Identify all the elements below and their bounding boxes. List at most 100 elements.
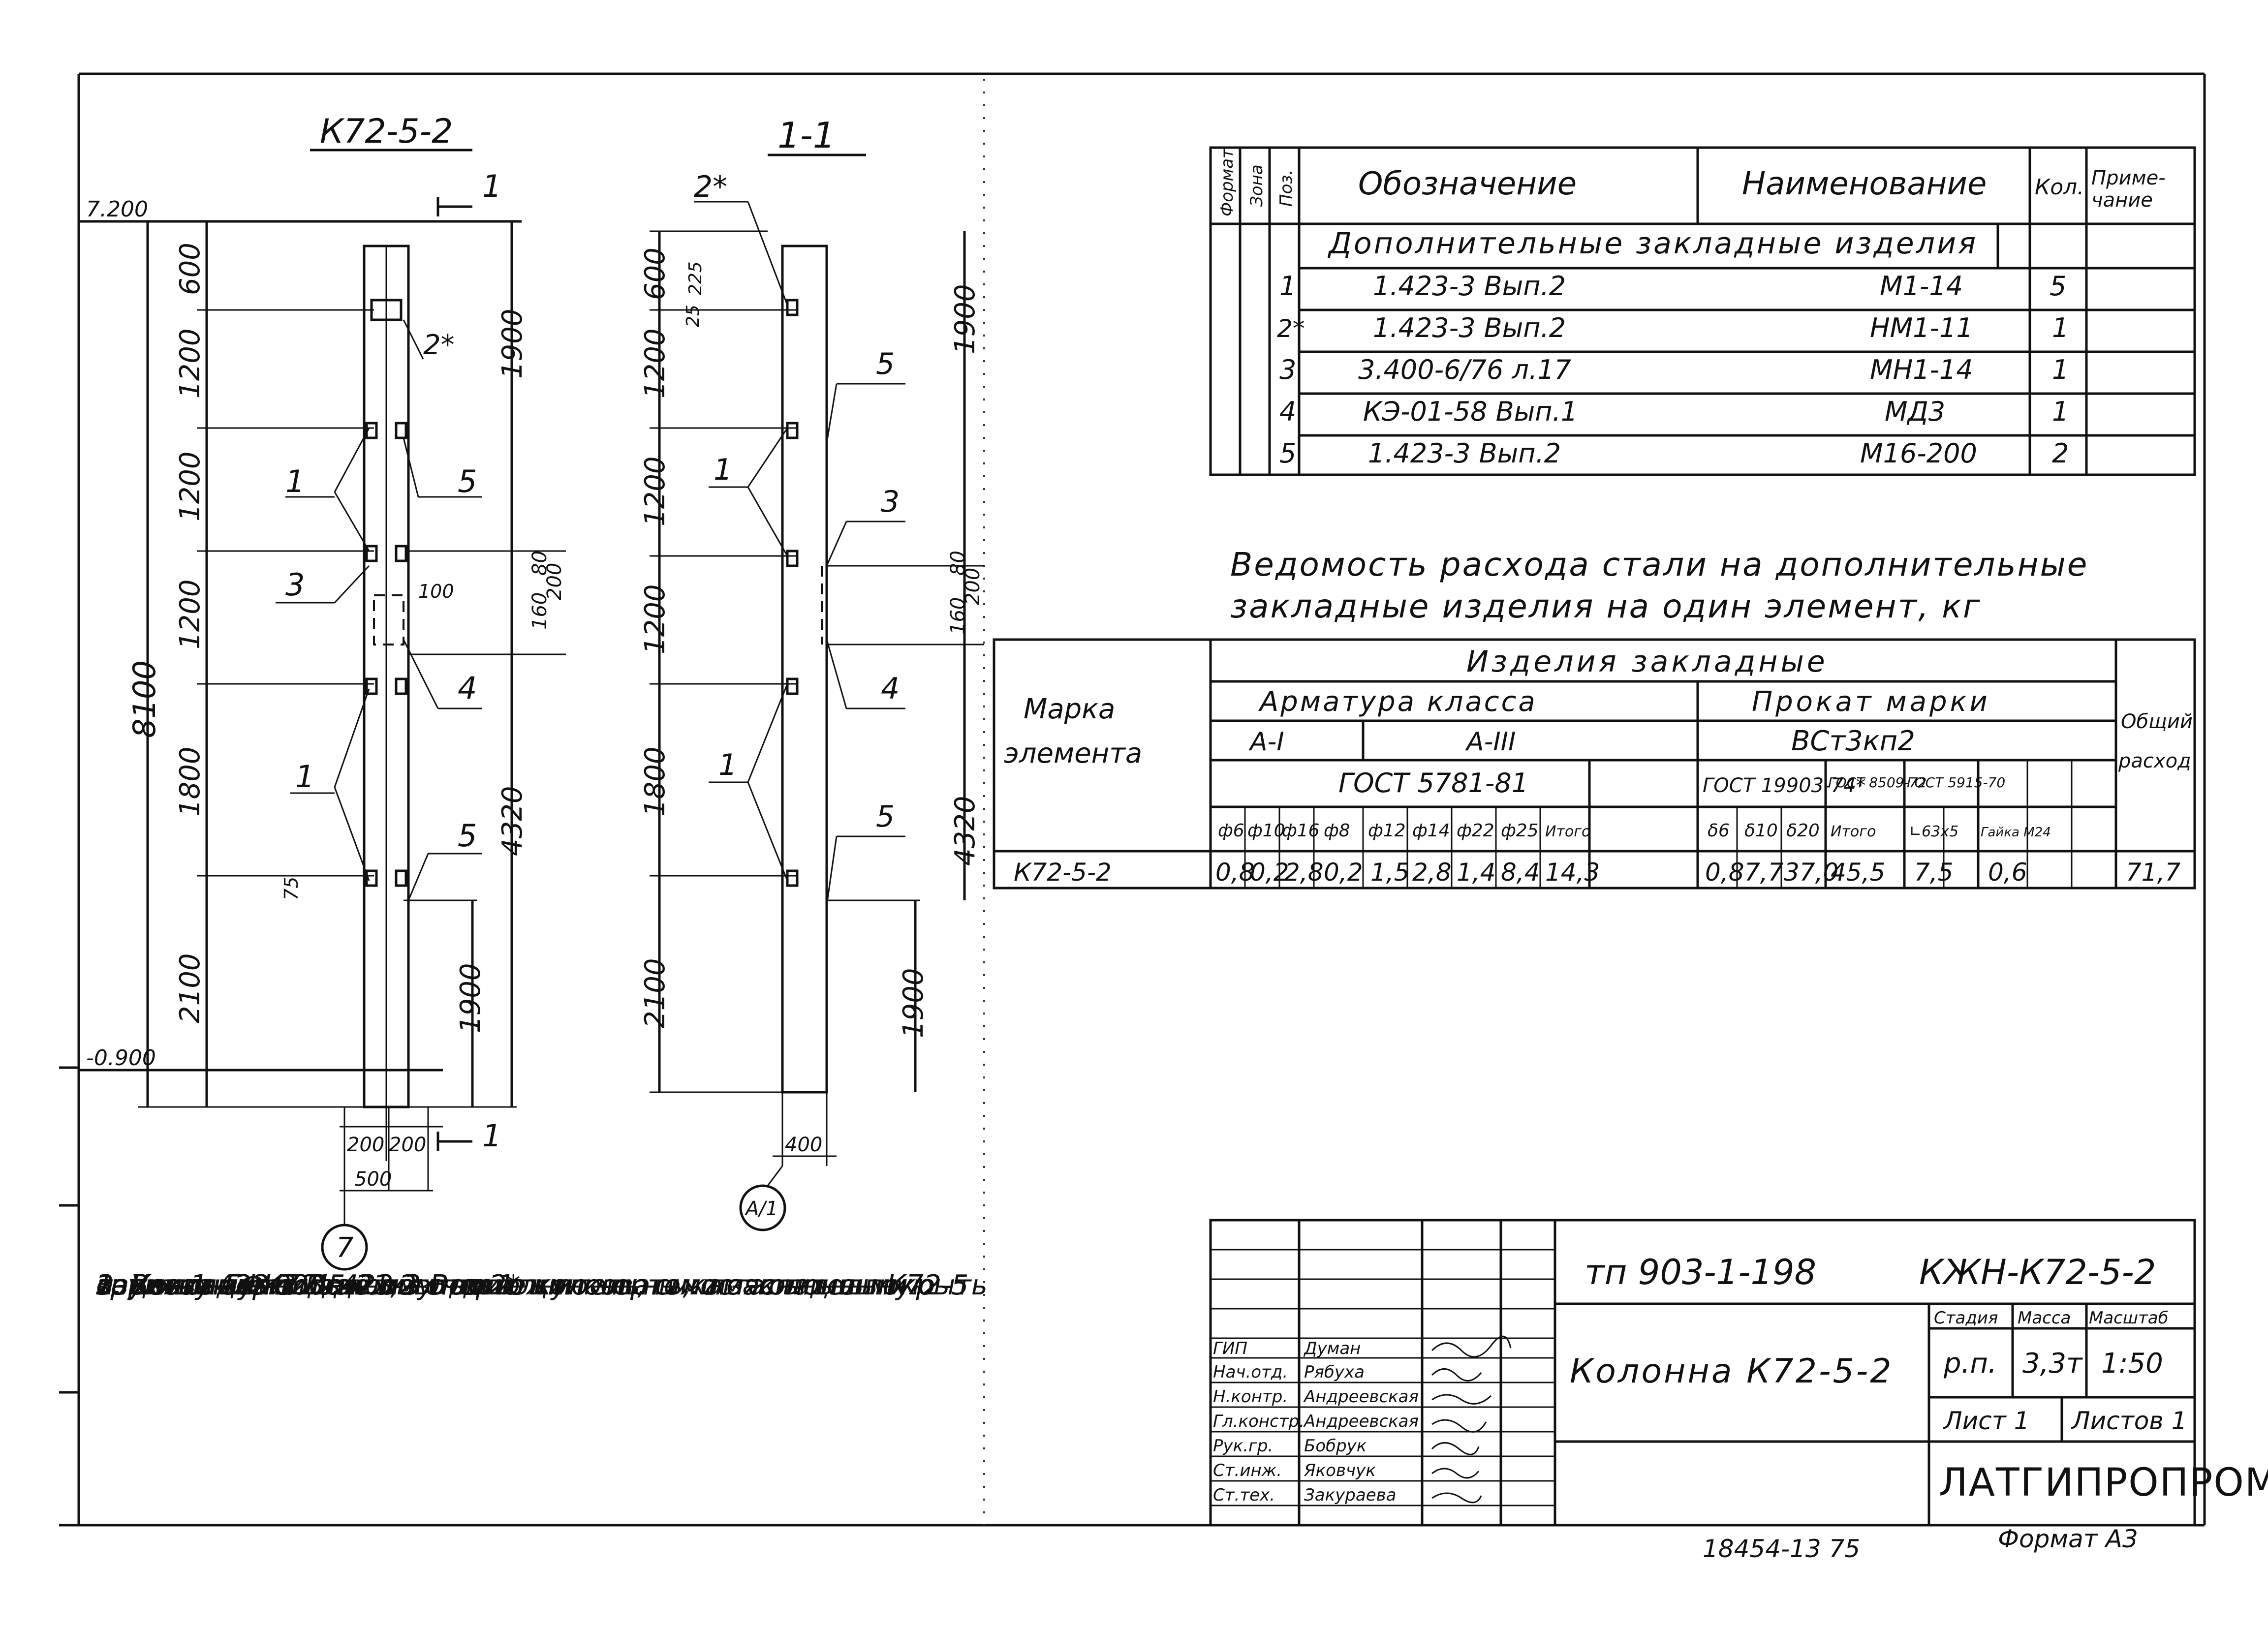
sec-right-dim-4320: 4320 <box>949 796 981 866</box>
subcol-f6: ф6 <box>1218 821 1244 841</box>
sec-small-dim-160: 160 <box>947 597 969 635</box>
sec-right-dim-1900-bottom: 1900 <box>898 968 930 1038</box>
steel-gost-5915: ГОСТ 5915-70 <box>1907 774 2005 791</box>
tb-stage: р.п. <box>1943 1348 1997 1380</box>
sec-base-dim-400: 400 <box>785 1134 822 1156</box>
sec-dim-225: 225 <box>685 261 706 295</box>
base-dim-500: 500 <box>354 1168 392 1191</box>
tb-project-code: тп 903-1-198 <box>1584 1252 1816 1292</box>
callout-5-upper: 5 <box>458 463 477 499</box>
spec-row-4-pos: 4 <box>1279 396 1296 427</box>
small-dim-75: 75 <box>280 877 302 900</box>
tb-scale-label: Масштаб <box>2089 1308 2169 1328</box>
base-dim-200-a: 200 <box>347 1134 384 1156</box>
spec-row-1-designation: 1.423-3 Вып.2 <box>1373 271 1566 302</box>
tb-role-4: Гл.констр. <box>1213 1412 1305 1431</box>
spec-rows: 1 1.423-3 Вып.2 М1-14 5 2* 1.423-3 Вып.2… <box>1277 271 2069 469</box>
sec-right-dim-1900-top: 1900 <box>949 284 981 354</box>
sec-dim-1200-b: 1200 <box>639 456 671 526</box>
left-dim-1200-c: 1200 <box>174 579 206 649</box>
spec-row-4-qty: 1 <box>2052 396 2069 427</box>
note-line-1: 1. Колонну К72-5-2 изготовить по чертежа… <box>96 1269 969 1301</box>
footer-stamp: 18454-13 75 <box>1703 1535 1860 1563</box>
steel-gost-8509: ГОСТ 8509-72 <box>1828 774 1926 791</box>
tb-role-1: ГИП <box>1213 1339 1247 1358</box>
sec-callout-5-upper: 5 <box>876 347 895 381</box>
right-dim-1900-top: 1900 <box>497 308 528 379</box>
steel-table: Ведомость расхода стали на дополнительны… <box>993 546 2196 890</box>
steel-group-header: Изделия закладные <box>1466 645 1828 679</box>
spec-row-1-qty: 5 <box>2050 271 2066 302</box>
spec-row-2-designation: 1.423-3 Вып.2 <box>1373 312 1566 343</box>
tb-drawing-code: КЖН-К72-5-2 <box>1919 1252 2156 1292</box>
steel-rolled-header: Прокат марки <box>1752 686 1990 718</box>
subcol-total-rebar: Итого <box>1545 823 1590 840</box>
spec-header-pos: Поз. <box>1276 170 1296 207</box>
note-line-6: 3. Закладные изделия поз.2* цинковать, о… <box>96 1269 988 1301</box>
sec-callout-1-lower: 1 <box>718 748 737 782</box>
subcol-f14: ф14 <box>1412 821 1450 841</box>
small-dim-160: 160 <box>528 592 551 630</box>
spec-header-qty: Кол. <box>2035 175 2084 200</box>
sec-callout-4: 4 <box>881 672 900 706</box>
tb-sheet: Лист 1 <box>1943 1407 2029 1435</box>
steel-class-ai: А-I <box>1248 727 1284 757</box>
sec-small-dim-200: 200 <box>962 568 984 605</box>
steel-val-d10: 7,7 <box>1744 858 1784 887</box>
callout-2star: 2* <box>423 329 455 361</box>
tb-name-2: Рябуха <box>1304 1362 1365 1382</box>
left-dim-1200-b: 1200 <box>174 451 206 522</box>
steel-gost-sheet: ГОСТ 19903-74* <box>1703 774 1865 797</box>
tb-role-6: Ст.инж. <box>1213 1461 1282 1480</box>
callout-5-lower: 5 <box>458 818 477 854</box>
tb-roles: ГИП Думан Нач.отд. Рябуха Н.контр. Андре… <box>1213 1339 1419 1505</box>
column-elevation-view: К72-5-2 7.200 -0.900 8100 600 1200 1200 … <box>79 112 566 1271</box>
spec-row-5-qty: 2 <box>2052 438 2069 469</box>
left-total-dim: 8100 <box>126 660 162 738</box>
steel-class-aiii: А-III <box>1465 727 1516 757</box>
right-dim-1900-bottom: 1900 <box>455 963 487 1033</box>
spec-row-3-qty: 1 <box>2052 354 2069 385</box>
steel-val-angle: 7,5 <box>1914 858 1954 887</box>
sec-dim-2100: 2100 <box>639 958 671 1028</box>
title-block: тп 903-1-198 КЖН-К72-5-2 Колонна К72-5-2… <box>1209 1219 2268 1527</box>
steel-row-mark: К72-5-2 <box>1014 858 1112 887</box>
subcol-d10: δ10 <box>1744 821 1778 841</box>
small-dim-100: 100 <box>418 581 454 602</box>
spec-row-2-qty: 1 <box>2052 312 2069 343</box>
right-dim-4320: 4320 <box>497 786 528 856</box>
tb-role-3: Н.контр. <box>1213 1387 1288 1407</box>
sec-callout-1-upper: 1 <box>714 453 732 487</box>
elev-top: 7.200 <box>86 197 148 222</box>
subcol-d6: δ6 <box>1708 821 1730 841</box>
tb-role-5: Рук.гр. <box>1213 1436 1273 1456</box>
spec-row-5-pos: 5 <box>1279 438 1296 469</box>
note-line-3: изделиями по данному чертежу. <box>96 1269 576 1301</box>
steel-val-d6: 0,8 <box>1705 858 1744 887</box>
section-marker-top: 1 <box>482 168 501 204</box>
note-line-7: грунтом ГФ-020. <box>96 1269 335 1301</box>
spec-header-name: Наименование <box>1742 166 1987 202</box>
steel-title-line2: закладные изделия на один элемент, кг <box>1230 587 1982 625</box>
tb-name-1: Думан <box>1303 1339 1361 1358</box>
axis-a1-label: A/1 <box>744 1198 778 1220</box>
spec-header-format: Формат <box>1217 148 1237 216</box>
subcol-f8: ф8 <box>1324 821 1350 841</box>
left-dim-1200-a: 1200 <box>174 328 206 399</box>
spec-section-label: Дополнительные закладные изделия <box>1327 226 1978 261</box>
spec-row-1-pos: 1 <box>1279 271 1296 302</box>
sec-small-dim-80: 80 <box>947 551 969 576</box>
sec-dim-1200-c: 1200 <box>639 584 671 654</box>
steel-val-f10: 0,2 <box>1250 858 1289 887</box>
left-dim-2100: 2100 <box>174 953 206 1023</box>
tb-name-7: Закураева <box>1304 1485 1397 1505</box>
small-dim-80: 80 <box>528 551 551 576</box>
sec-callout-2star: 2* <box>694 170 727 204</box>
note-line-2: серии 1.423-3 Вып.1,2 с дополнительными … <box>96 1269 908 1301</box>
steel-val-nut: 0,6 <box>1988 858 2027 887</box>
tb-name-4: Андреевская <box>1303 1412 1419 1431</box>
footer-format: Формат А3 <box>1998 1525 2138 1553</box>
steel-val-f14: 2,8 <box>1412 858 1452 887</box>
